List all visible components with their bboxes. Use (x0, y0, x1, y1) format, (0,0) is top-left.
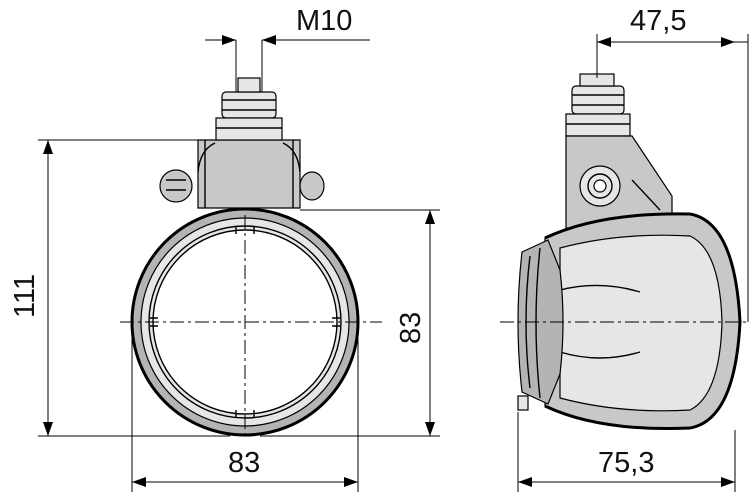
front-side-knob-left (159, 169, 193, 203)
dim-83-vertical: 83 (260, 209, 440, 437)
dim-83-horizontal-label: 83 (228, 447, 260, 479)
dim-83-horizontal: 83 (131, 330, 359, 492)
dim-47-5: 47,5 (596, 5, 749, 322)
front-view (120, 77, 382, 440)
front-bracket (197, 139, 301, 209)
side-front-rim (517, 239, 564, 405)
dim-75-3: 75,3 (517, 412, 736, 492)
dim-m10-label: M10 (296, 5, 352, 37)
dim-m10: M10 (205, 5, 370, 92)
dim-83-vertical-label: 83 (395, 312, 427, 344)
side-view (500, 73, 748, 431)
dim-111-label: 111 (9, 274, 41, 318)
dim-47-5-label: 47,5 (630, 5, 686, 37)
front-nut (221, 91, 277, 119)
dim-75-3-label: 75,3 (598, 447, 654, 479)
front-side-knob-right (299, 171, 325, 201)
dim-111: 111 (9, 139, 230, 437)
